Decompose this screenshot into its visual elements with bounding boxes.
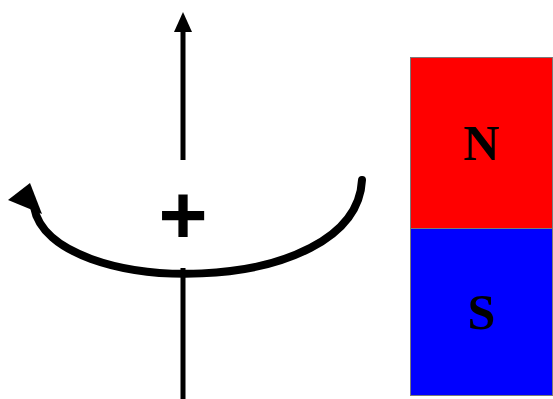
rotation-arrowhead [8,183,42,214]
charge-circle: + [75,107,291,323]
spin-axis [181,268,186,399]
magnet-south: S [410,228,553,396]
magnet-north: N [410,57,553,229]
spin-axis [181,28,186,160]
charge-sign: + [158,173,207,257]
axis-arrowhead [174,12,192,32]
pole-label: S [468,287,496,337]
charge-disc [75,107,291,323]
pole-label: N [463,118,499,168]
